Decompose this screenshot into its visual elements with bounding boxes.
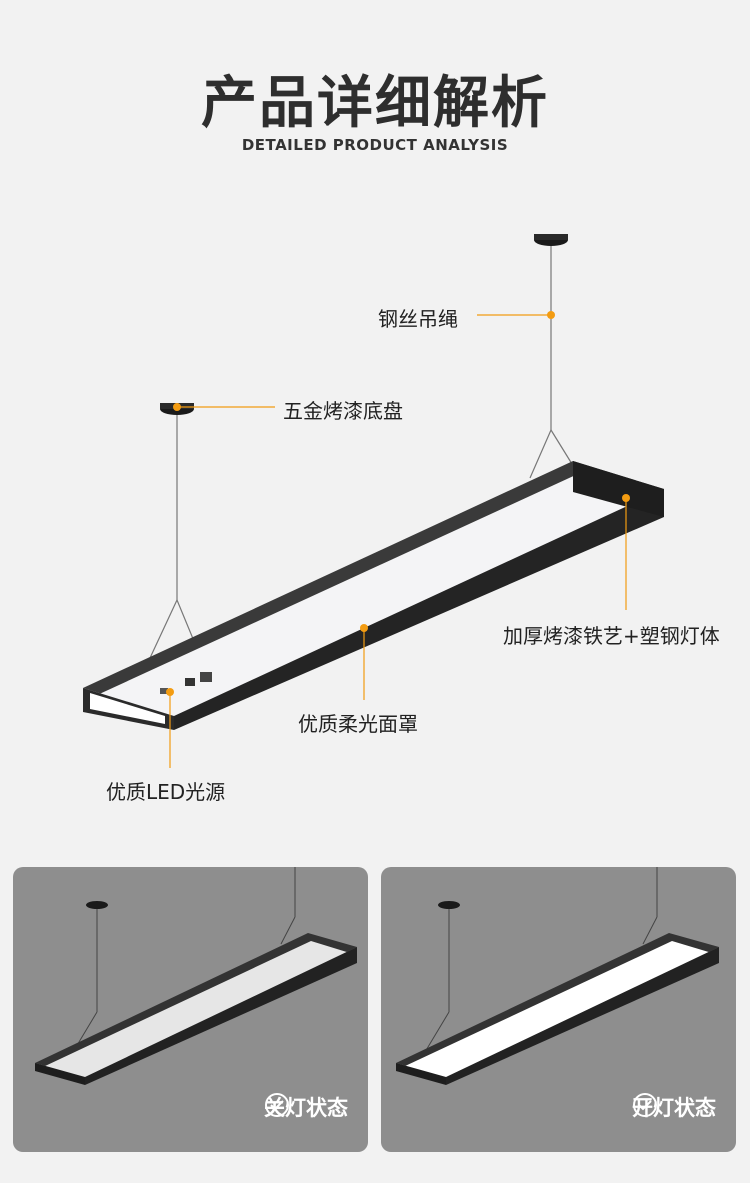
check-circle-icon: [633, 1093, 657, 1117]
on-state-illustration: [396, 867, 719, 1085]
ceiling-canopy-right: [534, 234, 568, 246]
page-title: 产品详细解析: [201, 71, 549, 136]
callout-led-source: 优质LED光源: [106, 780, 226, 804]
callout-base-plate: 五金烤漆底盘: [283, 399, 403, 423]
off-state-panel: 关灯状态: [13, 867, 368, 1152]
callout-steel-wire: 钢丝吊绳: [378, 307, 458, 331]
on-state-label-group: 开灯状态: [632, 1092, 716, 1122]
page-subtitle: DETAILED PRODUCT ANALYSIS: [241, 136, 509, 154]
off-state-label-group: 关灯状态: [264, 1092, 348, 1122]
callout-diffuser: 优质柔光面罩: [298, 712, 418, 736]
fixture: [83, 461, 664, 730]
off-state-illustration: [35, 867, 357, 1085]
check-circle-icon: [265, 1093, 289, 1117]
product-diagram: [83, 234, 664, 768]
on-state-panel: 开灯状态: [381, 867, 736, 1152]
callout-body: 加厚烤漆铁艺+塑钢灯体: [503, 624, 720, 648]
